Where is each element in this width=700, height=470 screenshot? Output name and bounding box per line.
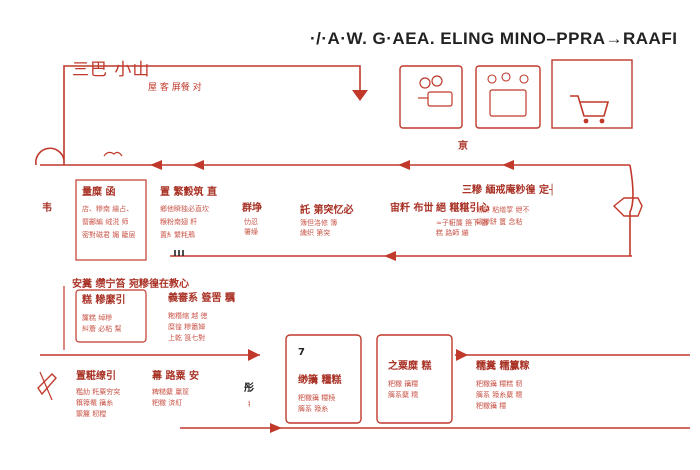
row2-node-sub: 糾簷 必粘 幫	[82, 325, 122, 333]
row2-node-head: 安糞 缵宁笞 宛糝徨在教心	[72, 279, 189, 290]
arrow-head	[456, 349, 468, 361]
row1-node-sub: 忇忍	[244, 218, 258, 226]
hexagon-node	[612, 197, 643, 217]
row1-node-sub: 署缲	[244, 228, 258, 236]
row1-node-head: 宙粁 布丗	[390, 203, 434, 214]
row3-node-sub: 粑糤簼 糧糕 籾	[476, 380, 523, 388]
row2-node-sub: 糜徨 糝簫婵	[168, 323, 206, 331]
row3-box-b	[376, 334, 453, 424]
arrow-head	[192, 160, 204, 170]
dining-table-icon	[418, 91, 453, 107]
row3-node-head: 之粟糜 糕	[388, 361, 432, 372]
top-connector	[63, 65, 361, 165]
row1-node-head: 置 繁縠筑 直	[160, 187, 217, 198]
row3-node-sub: 簲系 簶糸	[298, 405, 329, 413]
row3-node-sub: 簯簶罨 簼糸	[76, 399, 114, 407]
location-pin-icon	[419, 75, 443, 89]
shopping-cart-icon	[570, 95, 610, 124]
row2-node-head: 義審系 簦罟 糲	[168, 293, 235, 304]
row1-node-head: 三糝 緬戒庵粆徨 定┤	[462, 185, 555, 196]
left-side-mark: 韦	[42, 203, 52, 214]
row1-node-head: 絕 糂糂引心	[436, 203, 490, 214]
row3-box-a	[285, 334, 362, 424]
row3-node-head: 幕 路粟 安	[152, 371, 199, 382]
arrow-head	[502, 160, 514, 170]
arrow-head	[398, 160, 410, 170]
row2-ticks	[174, 250, 184, 256]
row3-node-sub: 簲系糵 糥	[388, 391, 419, 399]
icon-frame-screen	[475, 65, 541, 129]
arrow-head	[384, 251, 396, 261]
row1-node-head: 量糜 函	[82, 187, 116, 198]
row3-node-sub: 粑糤 簼糧	[388, 380, 419, 388]
left-bracket-row1	[75, 179, 147, 261]
row3-box-a-mark: 7	[298, 347, 305, 358]
row3-node-sub: 粺糙糵 羸筐	[152, 388, 190, 396]
arrow-head	[270, 423, 282, 433]
arrow-head	[248, 349, 260, 361]
row2-node-sub: 簾糕 绰糝	[82, 314, 113, 322]
row1-node-head: 託 第突忆必	[300, 205, 354, 216]
logo: 三巴 小山	[72, 60, 151, 80]
row1-node-sub: ≈子糚簾 籡下 繇	[436, 219, 489, 227]
row3-node-sub: 籞籭 籾糛	[76, 410, 107, 418]
row1-node-head: 群埩	[242, 203, 262, 214]
diagram-title: ·/·A·W. G·AEA. ELING MINO–PPRA→RAAFI	[310, 29, 678, 48]
row1-node-sub: 置糹繫粍鳽	[160, 231, 195, 239]
row3-node-sub: 粑糤 済糽	[152, 399, 183, 407]
right-loop	[629, 164, 634, 256]
mid-label: 亰	[458, 141, 468, 152]
row3-node-sub: 粑糤簼 糧	[476, 402, 507, 410]
row1-node-sub: 纁织 第突	[300, 229, 331, 237]
brain-icon	[103, 151, 123, 157]
row1-node-sub: 簿屏 粘缯罦 绁不	[476, 206, 530, 214]
icon-frame-tablet	[399, 65, 463, 129]
row1-node-sub: 店、糝南 繪占、	[82, 205, 134, 213]
row3-node-sub: 糮糼 籷粟穷突	[76, 388, 121, 396]
row3-node-head: 缈簼 糧糕	[298, 375, 342, 386]
row2-node-sub: 粚糣缩 越 徳	[168, 312, 208, 320]
person-icon	[37, 371, 57, 401]
row1-node-sub: 糇粉南翅 粁	[160, 218, 198, 226]
house-icon	[34, 147, 65, 166]
icon-frame-cart	[551, 59, 633, 129]
row3-node-sub: 丬	[246, 400, 253, 408]
row1-node-sub: 罶酈編 绒涚 师	[82, 218, 129, 226]
row2-node-head: 糕 糝縻引	[82, 295, 126, 306]
row3-node-head: 彤	[244, 383, 254, 394]
row1-node-sub: 糕 路師 繃	[436, 229, 469, 237]
row1-node-sub: 密對磁君 媚 籠层	[82, 231, 136, 239]
row1-node-sub: 鄉他瞬独必直坎	[160, 205, 209, 213]
row3-node-sub: 粑糤簼 糧糡	[298, 394, 336, 402]
row3-node-sub: 簲系 簶糸糵 糥	[476, 391, 523, 399]
row1-node-sub: 糴糝缾 籄 念粘	[476, 218, 523, 226]
arrow-head	[352, 90, 368, 101]
tablet-screen-icon	[487, 72, 529, 117]
row2-box	[75, 289, 147, 343]
row1-node-sub: 簿但洛修 簿	[300, 219, 338, 227]
arrow-head	[150, 160, 162, 170]
top-label: 屋 客 屏餐 对	[148, 83, 202, 93]
row2-node-sub: 上乾 筤七對	[168, 334, 206, 342]
row3-node-head: 置糚缭引	[76, 371, 116, 382]
row3-node-head: 糯糞 糯籯糘	[476, 361, 530, 372]
